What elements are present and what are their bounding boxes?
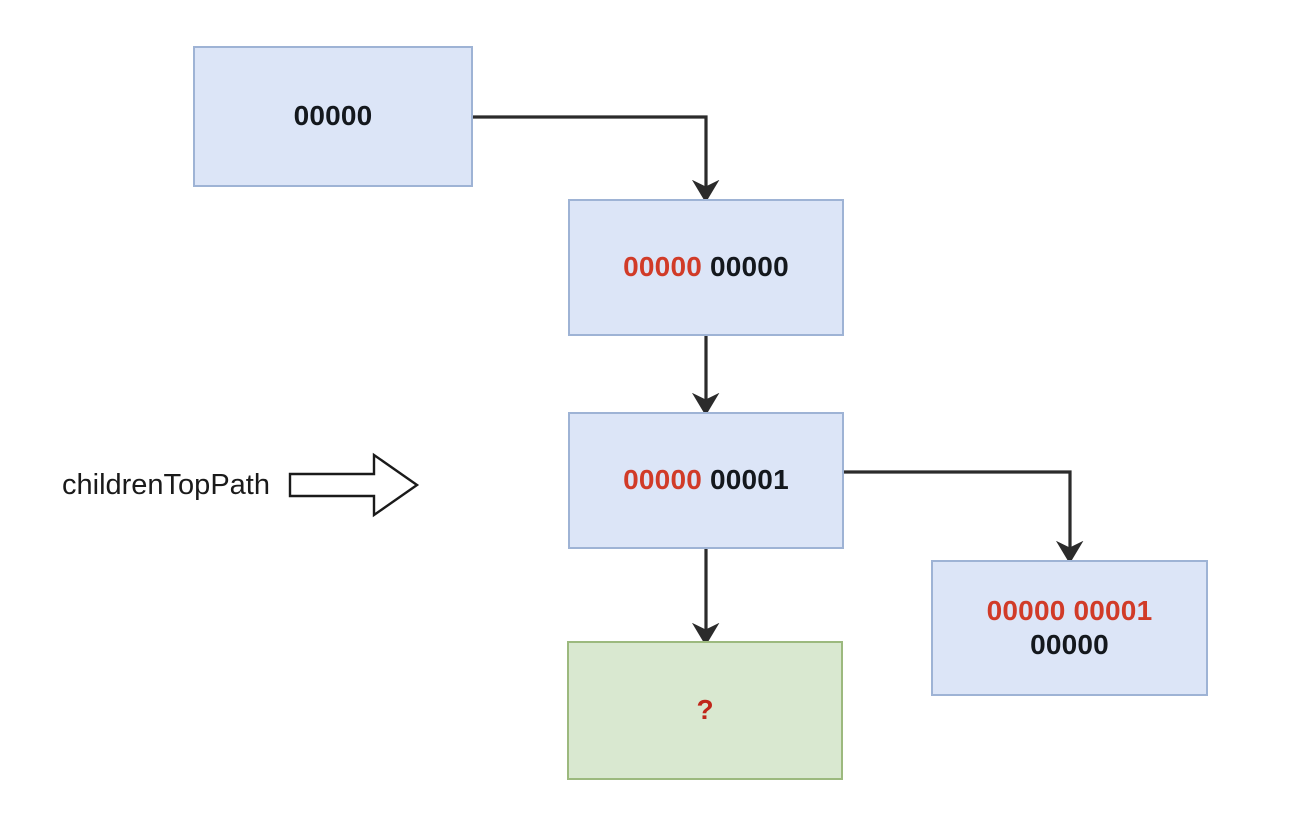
node-child-1-segment-prefix: 00000 <box>623 251 702 283</box>
node-child-2-line-1: 00000 00001 <box>623 463 789 497</box>
node-grandchild-segment-suffix: 00000 <box>1030 629 1109 660</box>
node-child-1-segment-space <box>702 251 710 282</box>
right-block-arrow-icon <box>288 452 420 518</box>
node-grandchild[interactable]: 00000 00001 00000 <box>931 560 1208 696</box>
node-child-2-segment-space <box>702 464 710 495</box>
node-root-line-1: 00000 <box>294 99 373 133</box>
node-child-2-segment-suffix: 00001 <box>709 464 789 496</box>
node-grandchild-segment-prefix: 00000 00001 <box>986 594 1153 626</box>
edge-child-2-to-grandchild <box>844 470 1084 564</box>
node-grandchild-line-2: 00000 <box>1030 628 1109 662</box>
node-child-1[interactable]: 00000 00000 <box>568 199 844 336</box>
edge-root-to-child-1 <box>473 115 720 203</box>
node-unknown-question-mark: ? <box>696 694 714 726</box>
annotation-children-top-path: childrenTopPath <box>62 452 420 518</box>
node-root-segment-1: 00000 <box>293 100 373 132</box>
node-grandchild-line-1: 00000 00001 <box>987 594 1153 628</box>
node-root[interactable]: 00000 <box>193 46 473 187</box>
node-child-1-line-1: 00000 00000 <box>623 250 789 284</box>
node-child-1-segment-suffix: 00000 <box>709 251 789 283</box>
annotation-label: childrenTopPath <box>62 468 270 501</box>
node-child-2-segment-prefix: 00000 <box>623 464 702 496</box>
node-unknown[interactable]: ? <box>567 641 843 780</box>
node-child-2[interactable]: 00000 00001 <box>568 412 844 549</box>
